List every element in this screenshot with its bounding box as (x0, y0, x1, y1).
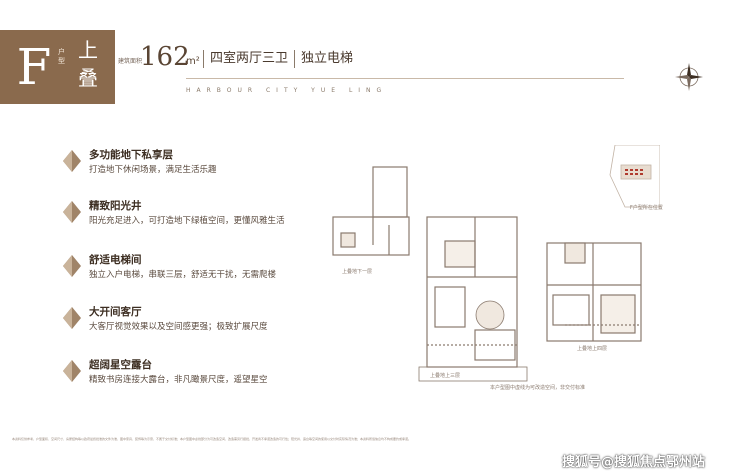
area-value: 162 (140, 42, 190, 72)
feature-title: 超阔星空露台 (89, 359, 152, 371)
feature-title: 舒适电梯间 (89, 254, 142, 266)
basement-plan (332, 166, 410, 256)
area-unit: m² (186, 56, 200, 67)
unit-type: 上 叠 (70, 36, 106, 92)
floor4-label: 上叠地上四层 (577, 346, 608, 352)
watermark: 搜狐号@搜狐焦点鄂州站 (562, 455, 706, 470)
site-label: F户型所在位置 (630, 205, 663, 211)
feature-desc: 精致书房连接大露台，非凡瞰景尺度，遥望星空 (89, 375, 268, 385)
diamond-bullet-icon (63, 201, 81, 223)
feature-desc: 大客厅视觉效果以及空间感更强；极致扩展尺度 (89, 322, 268, 332)
site-thumbnail (609, 145, 660, 208)
floor4-plan (546, 242, 642, 342)
divider (294, 50, 295, 68)
diamond-bullet-icon (63, 150, 81, 172)
disclaimer: 本资料仅供参考，户型面积、空间尺寸、房屋结构等以政府最终批准的文件为准，图中家具… (12, 437, 412, 441)
unit-small-label: 户型 (58, 48, 65, 65)
unit-type-line2: 叠 (78, 66, 98, 90)
floor3-plan (418, 216, 528, 382)
plan-note: 本户型图中虚线为可改造空间，非交付标准 (490, 385, 586, 391)
feature-title: 多功能地下私享层 (89, 149, 173, 161)
feature-desc: 阳光充足进入，可打造地下绿植空间，更懂风雅生活 (89, 216, 285, 226)
diamond-bullet-icon (63, 307, 81, 329)
elevator-text: 独立电梯 (301, 51, 354, 66)
header-rule (186, 78, 624, 79)
area-label: 建筑面积 (118, 58, 143, 65)
compass-icon (675, 63, 703, 91)
diamond-bullet-icon (63, 360, 81, 382)
feature-desc: 独立入户电梯，串联三层，舒适无干扰，无需爬楼 (89, 270, 277, 280)
basement-label: 上叠地下一层 (342, 269, 373, 275)
diamond-bullet-icon (63, 255, 81, 277)
unit-type-line1: 上 (78, 38, 98, 62)
unit-letter: F (16, 38, 52, 96)
feature-title: 大开间客厅 (89, 306, 142, 318)
feature-desc: 打造地下休闲场景，满足生活乐趣 (89, 165, 217, 175)
floor3-label: 上叠地上三层 (430, 373, 461, 379)
floor-plans (332, 145, 660, 382)
layout-text: 四室两厅三卫 (210, 51, 289, 66)
project-subtitle: HARBOUR CITY YUE LING (186, 87, 388, 94)
unit-badge (0, 30, 115, 104)
divider (203, 50, 204, 68)
feature-title: 精致阳光井 (89, 200, 142, 212)
